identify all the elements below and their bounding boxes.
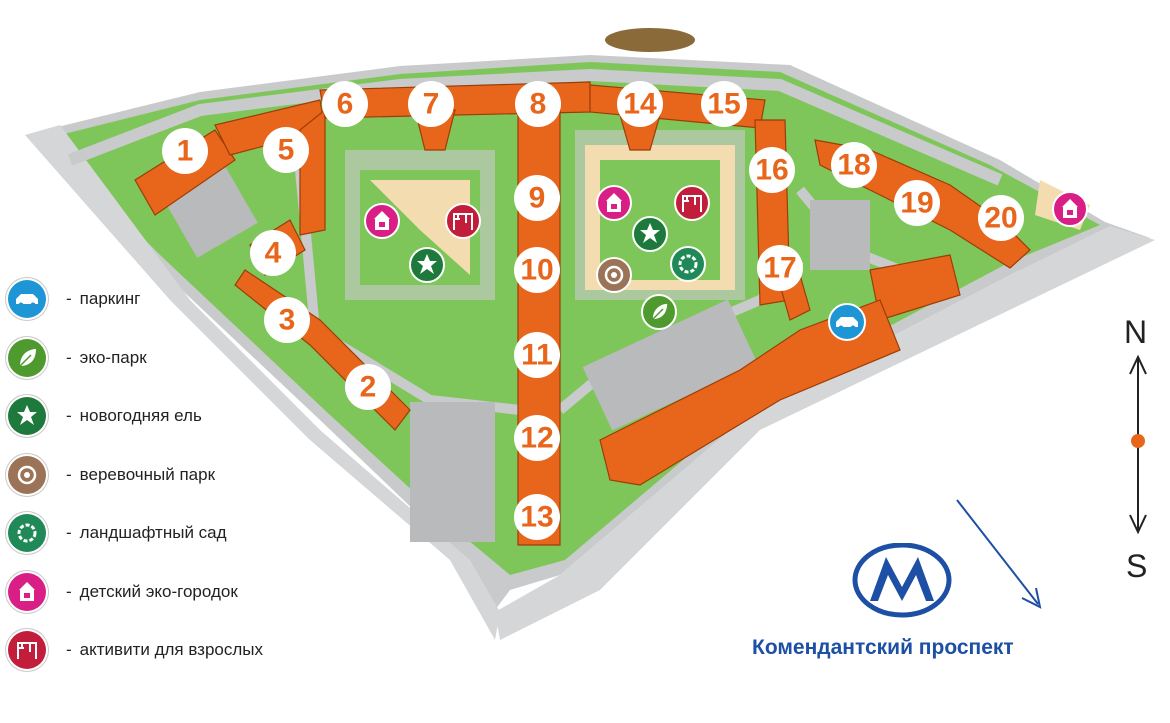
map-markers: [364, 185, 1088, 341]
legend-item: - паркинг: [8, 280, 338, 318]
legend-label: эко-парк: [79, 347, 147, 367]
building-number: 2: [360, 371, 377, 404]
legend: - паркинг - эко-парк - новогодняя ель - …: [8, 280, 338, 690]
landscape-garden-icon: [670, 246, 706, 282]
eco-park-icon: [8, 338, 46, 377]
building-number: 11: [521, 339, 553, 372]
legend-item: - эко-парк: [8, 338, 338, 377]
legend-label: веревочный парк: [79, 464, 216, 484]
parking-icon: [8, 280, 46, 318]
building-number: 14: [623, 88, 657, 121]
building-number: 13: [520, 501, 553, 534]
legend-label: паркинг: [79, 289, 141, 308]
eco-park-icon: [641, 294, 677, 330]
metro-direction-arrow: [956, 499, 1042, 609]
adult-activity-icon: [8, 631, 46, 669]
building-number: 8: [530, 88, 547, 121]
compass-south-label: S: [1126, 548, 1148, 584]
metro-logo-icon: [852, 543, 952, 618]
parking-icon: [828, 303, 866, 341]
building-number: 7: [423, 88, 440, 121]
legend-dash: -: [66, 581, 72, 601]
building-numbers: 1 2 3 4 5 6 7 8 9 10 11 12 13 14 15 16 1…: [162, 81, 1024, 540]
adult-activity-icon: [445, 203, 481, 239]
legend-label: активити для взрослых: [79, 640, 264, 659]
new-year-tree-icon: [632, 216, 668, 252]
building-number: 10: [520, 254, 553, 287]
legend-item: - детский эко-городок: [8, 572, 338, 611]
metro-station-name: Комендантский проспект: [752, 636, 1014, 659]
new-year-tree-icon: [409, 247, 445, 283]
rope-park-icon: [596, 257, 632, 293]
adult-activity-icon: [674, 185, 710, 221]
compass-icon: [1129, 354, 1147, 535]
building-number: 5: [278, 134, 295, 167]
legend-dash: -: [66, 406, 72, 425]
kids-town-icon: [596, 185, 632, 221]
kids-town-icon: [8, 572, 46, 611]
building-number: 15: [707, 88, 740, 121]
new-year-tree-icon: [8, 397, 46, 435]
legend-item: - веревочный парк: [8, 455, 338, 494]
building-number: 12: [520, 422, 553, 455]
building-number: 20: [984, 202, 1017, 235]
legend-dash: -: [66, 289, 72, 308]
building-number: 17: [763, 252, 796, 285]
building-number: 19: [900, 187, 933, 220]
building-number: 16: [755, 154, 788, 187]
legend-label: ландшафтный сад: [79, 523, 227, 542]
legend-item: - ландшафтный сад: [8, 514, 338, 552]
building-number: 3: [279, 304, 296, 337]
legend-dash: -: [66, 640, 72, 659]
building-number: 18: [837, 149, 870, 182]
legend-label: детский эко-городок: [79, 581, 238, 601]
landscape-garden-icon: [8, 514, 46, 552]
rope-park-icon: [8, 455, 46, 494]
building-number: 4: [265, 237, 282, 270]
compass-north-label: N: [1124, 314, 1148, 350]
legend-dash: -: [66, 523, 72, 542]
building-number: 9: [529, 182, 546, 215]
legend-item: - активити для взрослых: [8, 631, 338, 669]
legend-label: новогодняя ель: [79, 406, 202, 425]
kids-town-icon: [1052, 191, 1088, 227]
legend-item: - новогодняя ель: [8, 397, 338, 435]
building-number: 6: [337, 88, 354, 121]
building-number: 1: [177, 135, 194, 168]
legend-dash: -: [66, 347, 72, 367]
kids-town-icon: [364, 203, 400, 239]
legend-dash: -: [66, 464, 72, 484]
